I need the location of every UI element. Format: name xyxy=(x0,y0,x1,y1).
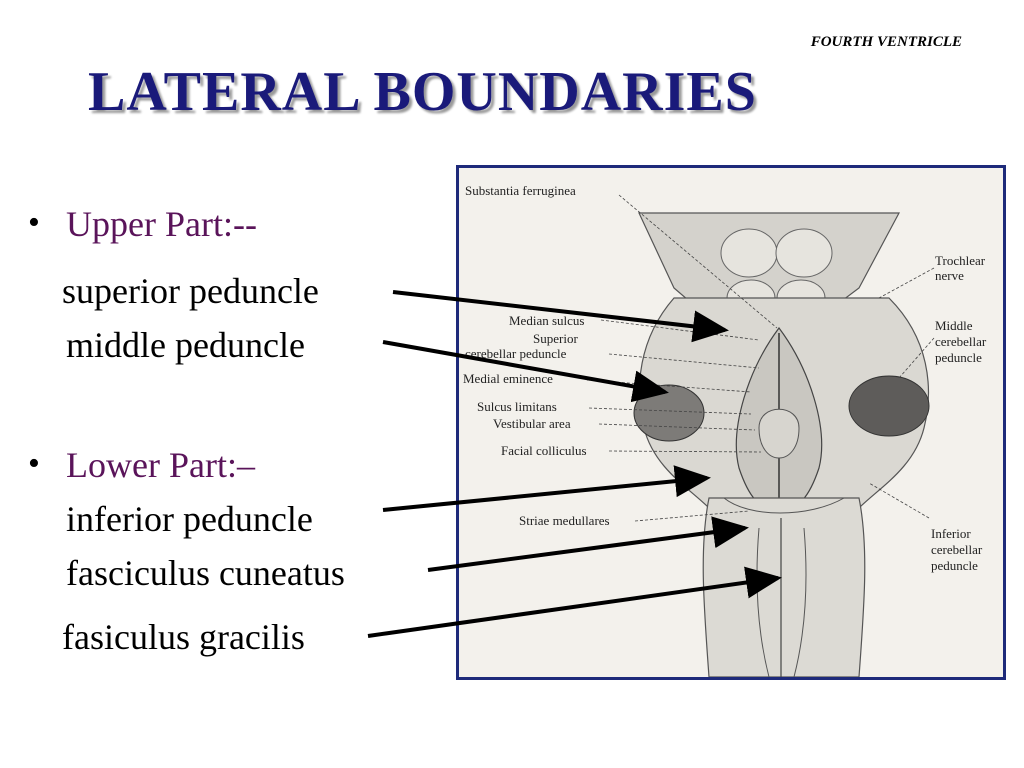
label-inferior: Inferior xyxy=(931,526,971,541)
label-sulcus-limitans: Sulcus limitans xyxy=(477,399,557,414)
arrow-middle-peduncle xyxy=(382,340,669,403)
label-nerve: nerve xyxy=(935,268,964,283)
item-inferior-peduncle: inferior peduncle xyxy=(66,499,313,539)
label-middle-cerebellar: cerebellar xyxy=(935,334,987,349)
brainstem-drawing: Substantia ferruginea Median sulcus Supe… xyxy=(463,183,987,677)
middle-peduncle-cut-right xyxy=(848,375,930,437)
item-middle-peduncle: middle peduncle xyxy=(66,325,305,365)
slide-title: LATERAL BOUNDARIES xyxy=(88,61,757,123)
gracile-tubercle-right xyxy=(793,527,807,677)
arrow-superior-peduncle xyxy=(392,290,729,343)
label-superior: Superior xyxy=(533,331,578,346)
facial-colliculus-bump xyxy=(758,408,800,459)
corner-label: FOURTH VENTRICLE xyxy=(810,34,962,50)
label-median-sulcus: Median sulcus xyxy=(509,313,584,328)
arrow-inferior-peduncle xyxy=(382,465,711,512)
label-striae-medullares: Striae medullares xyxy=(519,513,610,528)
bullet-dot-upper: • xyxy=(28,204,40,241)
label-vestibular-area: Vestibular area xyxy=(493,416,571,431)
bullet-dot-lower: • xyxy=(28,445,40,482)
upper-part-heading: Upper Part:-- xyxy=(66,204,257,244)
striae-line xyxy=(723,497,845,514)
colliculus-right xyxy=(775,228,833,278)
label-facial-colliculus: Facial colliculus xyxy=(501,443,587,458)
arrow-fasiculus-gracilis xyxy=(367,566,782,638)
label-cerebellar-peduncle: cerebellar peduncle xyxy=(465,346,567,361)
label-inferior-cerebellar: cerebellar xyxy=(931,542,983,557)
arrow-fasciculus-cuneatus xyxy=(427,516,749,572)
gracile-tubercle-left xyxy=(756,527,770,677)
item-superior-peduncle: superior peduncle xyxy=(62,271,319,311)
item-fasciculus-cuneatus: fasciculus cuneatus xyxy=(66,553,345,593)
label-middle: Middle xyxy=(935,318,973,333)
brainstem-figure: Substantia ferruginea Median sulcus Supe… xyxy=(456,165,1006,680)
lower-part-heading: Lower Part:– xyxy=(66,445,255,485)
label-medial-eminence: Medial eminence xyxy=(463,371,553,386)
label-substantia-ferruginea: Substantia ferruginea xyxy=(465,183,576,198)
label-trochlear: Trochlear xyxy=(935,253,986,268)
label-middle-peduncle: peduncle xyxy=(935,350,982,365)
item-fasiculus-gracilis: fasiculus gracilis xyxy=(62,617,305,657)
label-inferior-peduncle: peduncle xyxy=(931,558,978,573)
